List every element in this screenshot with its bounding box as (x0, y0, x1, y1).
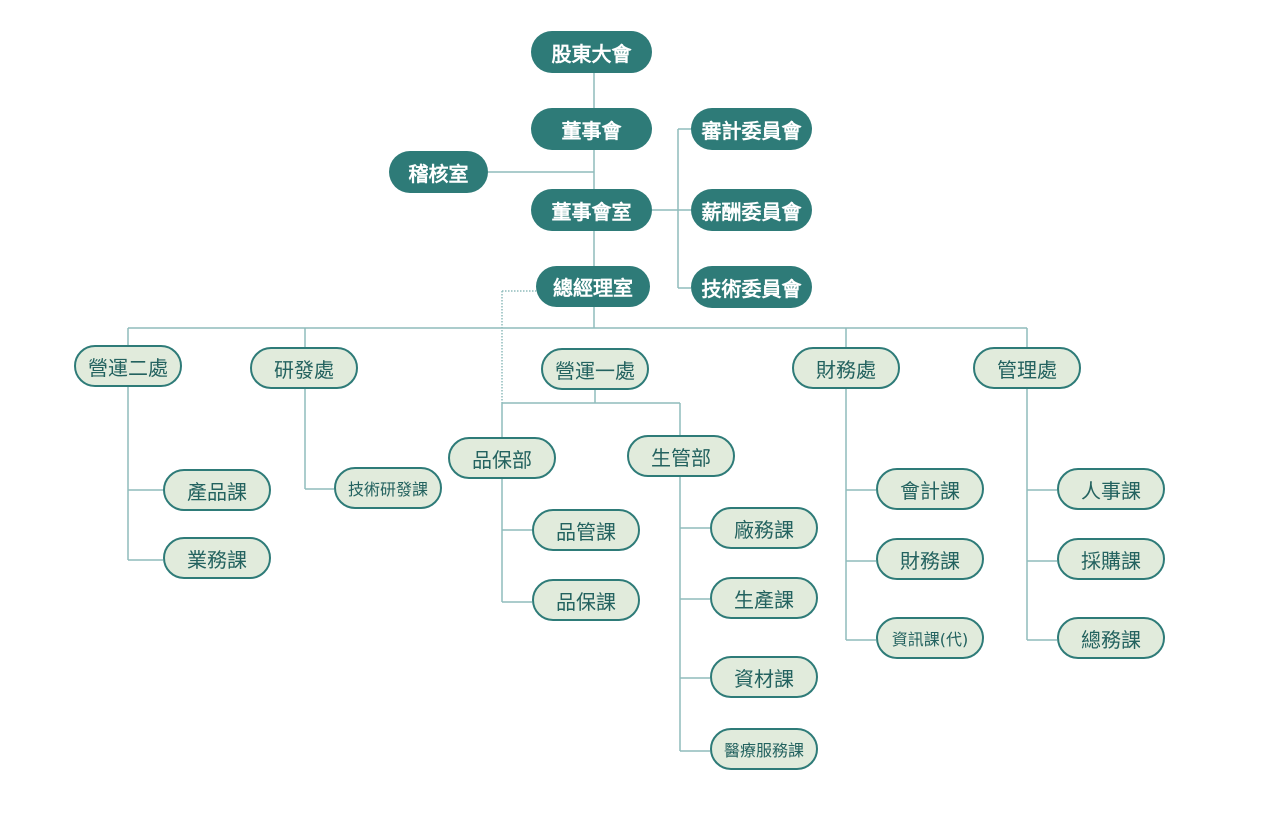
node-board-of-directors: 董事會 (531, 108, 652, 150)
node-unit: 總務課 (1057, 617, 1165, 659)
node-unit: 品保課 (532, 579, 640, 621)
node-audit-office: 稽核室 (389, 151, 488, 193)
node-unit: 產品課 (163, 469, 271, 511)
node-shareholders-meeting: 股東大會 (531, 31, 652, 73)
node-audit-committee: 審計委員會 (691, 108, 812, 150)
node-unit: 財務課 (876, 538, 984, 580)
node-unit: 採購課 (1057, 538, 1165, 580)
node-technology-committee: 技術委員會 (691, 266, 812, 308)
node-compensation-committee: 薪酬委員會 (691, 189, 812, 231)
node-admin: 管理處 (973, 347, 1081, 389)
node-rd: 研發處 (250, 347, 358, 389)
node-qa-dept: 品保部 (448, 437, 556, 479)
node-finance: 財務處 (792, 347, 900, 389)
node-unit: 生產課 (710, 577, 818, 619)
node-unit: 資訊課(代) (876, 617, 984, 659)
node-operations-1: 營運一處 (541, 348, 649, 390)
node-unit: 品管課 (532, 509, 640, 551)
node-unit: 技術研發課 (334, 467, 442, 509)
node-unit: 醫療服務課 (710, 728, 818, 770)
node-unit: 人事課 (1057, 468, 1165, 510)
node-gm-office: 總經理室 (536, 266, 650, 307)
node-unit: 會計課 (876, 468, 984, 510)
node-production-control-dept: 生管部 (627, 435, 735, 477)
node-board-office: 董事會室 (531, 189, 652, 231)
node-operations-2: 營運二處 (74, 345, 182, 387)
node-unit: 資材課 (710, 656, 818, 698)
node-unit: 廠務課 (710, 507, 818, 549)
node-unit: 業務課 (163, 537, 271, 579)
